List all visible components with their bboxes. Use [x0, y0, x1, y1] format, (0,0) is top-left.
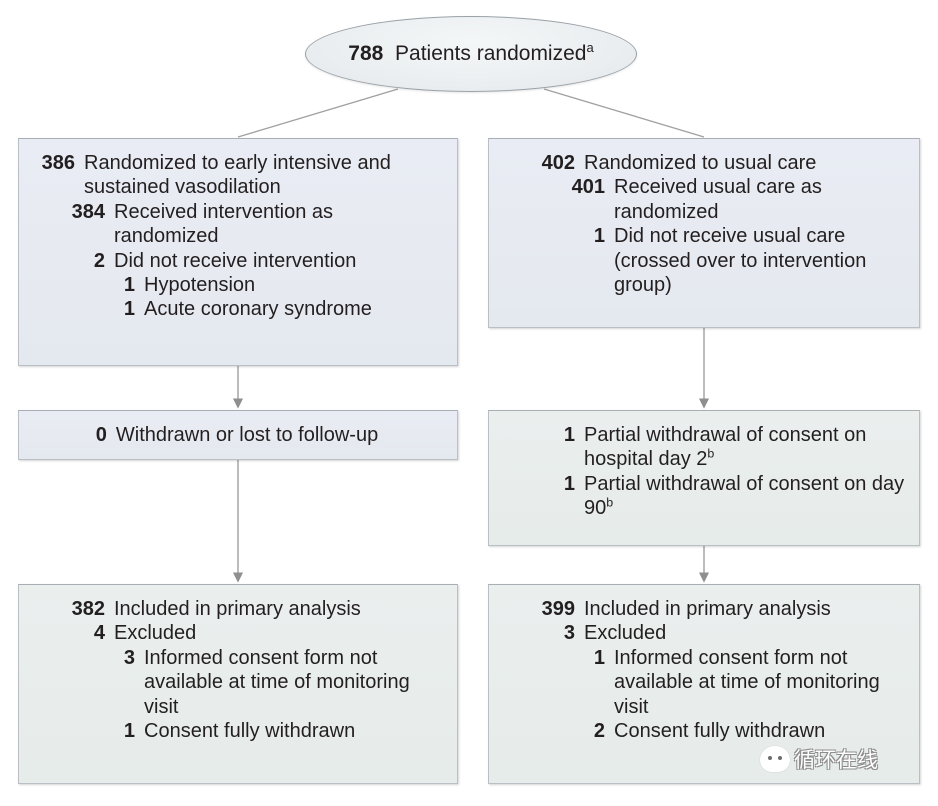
row-count: 386 [41, 152, 75, 174]
flow-row: 386 Randomized to early intensive and su… [31, 151, 443, 200]
flow-row: 401 Received usual care as randomized [501, 175, 905, 224]
flow-row: 0 Withdrawn or lost to follow-up [31, 423, 443, 447]
row-count: 2 [93, 249, 105, 272]
row-count: 1 [123, 273, 135, 296]
flow-row: 4 Excluded [31, 621, 443, 645]
flow-row: 382 Included in primary analysis [31, 597, 443, 621]
box-usualcare-analysis: 399 Included in primary analysis 3 Exclu… [488, 584, 920, 784]
box-usualcare-followup: 1 Partial withdrawal of consent on hospi… [488, 410, 920, 546]
row-text: Consent fully withdrawn [614, 719, 826, 742]
row-count: 2 [593, 719, 605, 742]
randomization-text: Patients randomized [395, 41, 587, 65]
row-count: 1 [123, 719, 135, 742]
row-text: Acute coronary syndrome [144, 298, 372, 321]
footnote-marker-b: b [707, 446, 715, 461]
row-count: 1 [563, 424, 575, 446]
connector-root-to-right [543, 88, 705, 138]
row-count: 0 [95, 424, 107, 446]
randomization-label: 788 Patients randomizeda [348, 39, 594, 66]
randomization-node: 788 Patients randomizeda [305, 16, 637, 92]
row-count: 1 [593, 646, 605, 669]
row-count: 1 [123, 298, 135, 321]
row-count: 1 [593, 225, 605, 248]
row-count: 1 [563, 472, 575, 495]
footnote-marker-b: b [606, 495, 614, 510]
row-text: Received usual care as randomized [614, 176, 822, 223]
flow-row: 3 Excluded [501, 621, 905, 645]
row-count: 382 [71, 598, 105, 620]
row-text: Withdrawn or lost to follow-up [115, 424, 379, 446]
flow-row: 402 Randomized to usual care [501, 151, 905, 175]
flow-row: 1 Partial withdrawal of consent on hospi… [501, 423, 905, 472]
box-usualcare-enrollment: 402 Randomized to usual care 401 Receive… [488, 138, 920, 328]
row-count: 4 [93, 622, 105, 645]
row-text: Partial withdrawal of consent on day 90b [584, 472, 905, 520]
box-intervention-followup: 0 Withdrawn or lost to follow-up [18, 410, 458, 460]
row-text: Included in primary analysis [584, 598, 831, 620]
footnote-marker-a: a [586, 39, 594, 55]
row-text: Partial withdrawal of consent on hospita… [584, 424, 867, 471]
row-count: 3 [563, 622, 575, 645]
flow-row: 2 Did not receive intervention [31, 249, 443, 273]
flow-row: 1 Acute coronary syndrome [31, 297, 443, 321]
row-text: Informed consent form not available at t… [614, 646, 880, 718]
row-text: Did not receive intervention [114, 249, 357, 272]
row-count: 402 [541, 152, 575, 174]
row-count: 3 [123, 646, 135, 669]
flow-row: 399 Included in primary analysis [501, 597, 905, 621]
flow-row: 1 Did not receive usual care (crossed ov… [501, 224, 905, 297]
flow-row: 3 Informed consent form not available at… [31, 646, 443, 719]
row-text: Hypotension [144, 273, 256, 296]
flow-row: 1 Hypotension [31, 273, 443, 297]
box-intervention-analysis: 382 Included in primary analysis 4 Exclu… [18, 584, 458, 784]
randomization-count: 788 [348, 41, 384, 65]
row-text: Informed consent form not available at t… [144, 646, 410, 718]
connector-root-to-left [237, 88, 399, 138]
row-text: Excluded [114, 622, 197, 645]
flow-row: 1 Informed consent form not available at… [501, 646, 905, 719]
row-text: Included in primary analysis [114, 598, 361, 620]
box-intervention-enrollment: 386 Randomized to early intensive and su… [18, 138, 458, 366]
row-text: Randomized to early intensive and sustai… [84, 152, 391, 199]
row-text: Received intervention as randomized [114, 200, 334, 248]
row-text: Did not receive usual care (crossed over… [614, 225, 867, 296]
flow-row: 1 Consent fully withdrawn [31, 719, 443, 743]
flow-row: 384 Received intervention as randomized [31, 200, 443, 249]
row-count: 401 [571, 176, 605, 199]
flow-row: 1 Partial withdrawal of consent on day 9… [501, 472, 905, 521]
row-count: 384 [71, 200, 105, 223]
row-text: Consent fully withdrawn [144, 719, 356, 742]
row-text: Excluded [584, 622, 667, 645]
row-count: 399 [541, 598, 575, 620]
row-text: Randomized to usual care [584, 152, 817, 174]
flow-row: 2 Consent fully withdrawn [501, 719, 905, 743]
